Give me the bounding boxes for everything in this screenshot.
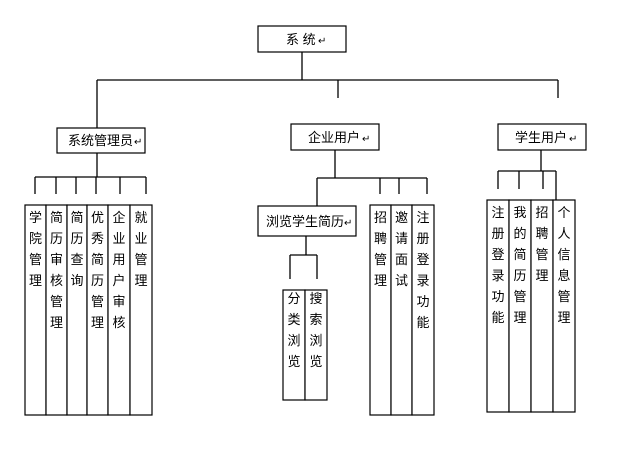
paragraph-mark-icon: ↵ <box>134 137 142 148</box>
leaf-label: 优秀简历管理 <box>91 210 104 330</box>
leaf-node: 学院管理 <box>24 204 47 416</box>
browse-resume-label: 浏览学生简历 <box>266 214 344 229</box>
leaf-node: 注册登录功能 <box>486 199 510 413</box>
leaf-node: 企业用户审核 <box>107 204 131 416</box>
leaf-box <box>411 204 435 416</box>
leaf-node: 我的简历管理 <box>508 199 532 413</box>
leaf-node: 邀请面试 <box>390 204 413 416</box>
browse-resume-node: 浏览学生简历 ↵ <box>257 205 357 237</box>
leaf-label: 招聘管理 <box>374 210 387 288</box>
leaf-label: 简历查询 <box>70 210 83 288</box>
root-node: 系 统 ↵ <box>257 25 347 53</box>
leaf-label: 招聘管理 <box>535 205 548 283</box>
leaf-label: 分类浏览 <box>287 291 300 369</box>
leaf-box <box>129 204 153 416</box>
leaf-label: 邀请面试 <box>395 210 408 288</box>
leaf-node: 简历查询 <box>66 204 88 416</box>
leaf-node: 简历审核管理 <box>45 204 68 416</box>
leaf-node: 注册登录功能 <box>411 204 435 416</box>
connectors <box>34 52 559 279</box>
leaf-label: 个人信息管理 <box>557 205 570 325</box>
leaf-label: 简历审核管理 <box>50 210 63 330</box>
leaf-label: 注册登录功能 <box>491 205 504 325</box>
student-node: 学生用户 ↵ <box>497 123 587 151</box>
leaf-box <box>552 199 576 413</box>
leaf-label: 我的简历管理 <box>513 205 526 325</box>
leaf-node: 搜索浏览 <box>304 289 328 401</box>
admin-node: 系统管理员 ↵ <box>56 127 146 154</box>
leaf-label: 学院管理 <box>29 210 42 288</box>
enterprise-label: 企业用户 <box>308 130 360 145</box>
paragraph-mark-icon: ↵ <box>344 218 352 229</box>
leaf-node: 优秀简历管理 <box>86 204 109 416</box>
paragraph-mark-icon: ↵ <box>362 134 370 145</box>
enterprise-node: 企业用户 ↵ <box>290 123 380 151</box>
leaf-node: 分类浏览 <box>282 289 306 401</box>
root-label: 系 统 <box>286 32 316 47</box>
leaf-node: 招聘管理 <box>530 199 554 413</box>
leaf-box <box>304 289 328 401</box>
student-label: 学生用户 <box>515 130 567 145</box>
leaf-node: 个人信息管理 <box>552 199 576 413</box>
admin-label: 系统管理员 <box>68 133 133 148</box>
leaf-label: 搜索浏览 <box>309 291 322 369</box>
paragraph-mark-icon: ↵ <box>569 134 577 145</box>
leaf-node: 就业管理 <box>129 204 153 416</box>
paragraph-mark-icon: ↵ <box>318 36 326 47</box>
leaf-label: 就业管理 <box>134 210 147 288</box>
leaf-label: 企业用户审核 <box>112 210 125 330</box>
leaf-label: 注册登录功能 <box>416 210 429 330</box>
leaf-node: 招聘管理 <box>369 204 392 416</box>
